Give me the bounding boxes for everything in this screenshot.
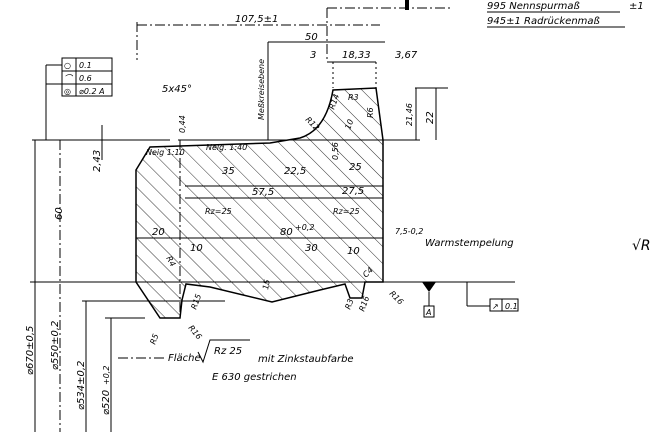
- dim-text: R16: [186, 324, 203, 342]
- dim-text: 3: [310, 50, 316, 61]
- dim-text: Rz=25: [333, 207, 360, 216]
- tol-value: 0.1: [79, 61, 92, 70]
- dim-text: 80: [280, 227, 293, 238]
- dim-text: ⌀550±0,2: [50, 321, 61, 370]
- gauge-note: 995 Nennspurmaß: [487, 1, 580, 12]
- dim-text: 25: [349, 162, 362, 173]
- tolerance-frame: ○ 0.1 ⌒ 0.6 ◎ ⌀0.2 A: [45, 57, 113, 140]
- gauge-tol: ±1: [629, 1, 644, 12]
- coating-note-2: E 630 gestrichen: [212, 372, 297, 383]
- dim-text: 10: [347, 246, 360, 257]
- dim-text: 57,5: [252, 187, 274, 198]
- marker: [405, 0, 409, 10]
- dim-text: R16: [388, 289, 406, 307]
- roughness-symbol: √R: [632, 238, 651, 254]
- dim-text: 2,43: [92, 150, 103, 172]
- measuring-plane-label: Meßkreisebene: [257, 59, 266, 120]
- dim-text: 7,5-0,2: [395, 227, 423, 236]
- coating-note: mit Zinkstaubfarbe: [258, 354, 354, 365]
- taper-left: Neig 1:10: [146, 148, 185, 157]
- datum-a: A ↗ 0.1: [422, 282, 519, 318]
- dim-text: 20: [152, 227, 165, 238]
- surface-label: Fläche: [168, 353, 201, 364]
- dim-text: 50: [305, 32, 318, 43]
- dim-text: 30: [305, 243, 318, 254]
- roughness-symbol: [197, 339, 250, 364]
- dim-text: +0,2: [102, 366, 111, 385]
- dim-text: 10: [190, 243, 203, 254]
- dim-text: R6: [366, 107, 375, 118]
- dim-text: R5: [148, 333, 160, 346]
- dim-text: 60: [54, 207, 65, 220]
- dim-text: R3: [348, 93, 359, 102]
- surface-rz: Rz 25: [214, 346, 242, 357]
- tol-value: 0.6: [79, 74, 92, 83]
- tol-symbol: ○: [64, 61, 71, 70]
- svg-text:0.1: 0.1: [505, 302, 518, 311]
- dim-text: +0,2: [295, 223, 314, 232]
- dim-text: R15: [189, 293, 203, 311]
- taper-top: Neig. 1:40: [206, 143, 247, 152]
- svg-text:↗: ↗: [492, 302, 499, 311]
- dim-text: 22: [425, 111, 436, 124]
- dim-text: 107,5±1: [235, 14, 278, 25]
- back-to-back-note: 945±1 Radrückenmaß: [487, 16, 600, 27]
- dim-text: 35: [222, 166, 235, 177]
- warm-stamp-note: Warmstempelung: [425, 238, 514, 249]
- chamfer-note: 5x45°: [162, 84, 192, 95]
- dim-text: 21,46: [405, 103, 414, 126]
- dim-text: R3: [343, 298, 355, 311]
- tol-symbol: ◎: [64, 87, 71, 96]
- dim-text: ⌀670±0,5: [25, 326, 36, 375]
- dim-text: ⌀534±0,2: [76, 361, 87, 410]
- dim-text: 0,56: [331, 142, 340, 160]
- dim-text: 15: [261, 279, 272, 291]
- dim-text: 22,5: [284, 166, 306, 177]
- tol-value: ⌀0.2 A: [79, 87, 105, 96]
- dim-text: 18,33: [342, 50, 371, 61]
- dim-text: ⌀520: [101, 390, 112, 415]
- dim-text: Rz=25: [205, 207, 232, 216]
- dim-text: 3,67: [395, 50, 418, 61]
- dim-text: 0,44: [178, 115, 187, 133]
- svg-text:A: A: [425, 308, 431, 317]
- dim-text: 10: [343, 118, 355, 131]
- dim-text: 27,5: [342, 186, 364, 197]
- tol-symbol: ⌒: [64, 74, 74, 83]
